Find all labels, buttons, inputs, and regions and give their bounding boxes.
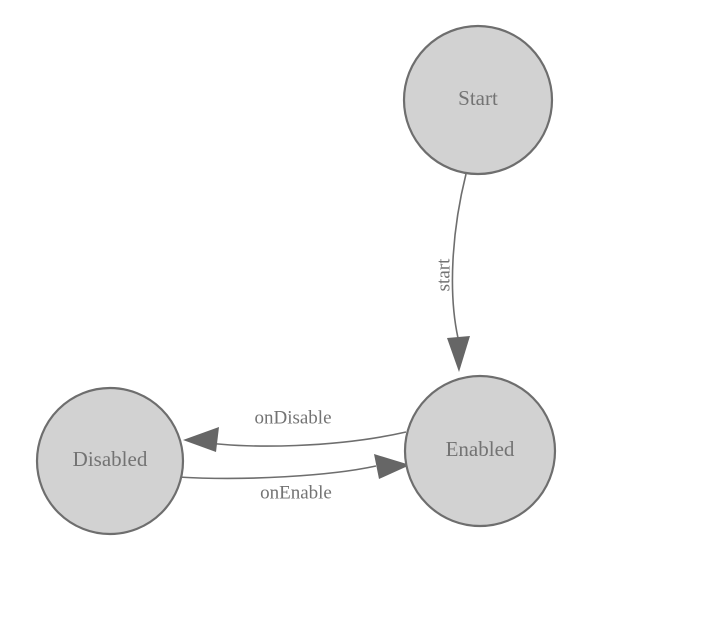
node-enabled-circle[interactable] [403,374,557,528]
edge-label-onenable: onEnable [260,482,332,503]
node-enabled[interactable]: Enabled [403,374,557,528]
node-disabled[interactable]: Disabled [35,386,185,536]
arrowhead-right-icon [374,454,410,479]
edge-label-start: start [433,258,454,291]
edge-label-ondisable: onDisable [254,407,331,428]
edge-start-to-enabled: start [433,173,470,372]
edge-disabled-to-enabled: onEnable [177,454,410,503]
edge-start-to-enabled-path [451,173,467,339]
edge-enabled-to-disabled-path [193,431,407,447]
arrowhead-down-icon [447,336,470,372]
node-start[interactable]: Start [402,24,554,176]
node-start-circle[interactable] [402,24,554,176]
node-enabled-label: Enabled [446,437,515,461]
edge-enabled-to-disabled: onDisable [183,407,407,452]
node-disabled-label: Disabled [73,447,148,471]
node-start-label: Start [458,86,498,110]
node-disabled-circle[interactable] [35,386,185,536]
arrowhead-left-icon [183,427,219,452]
edge-disabled-to-enabled-path [177,465,377,480]
